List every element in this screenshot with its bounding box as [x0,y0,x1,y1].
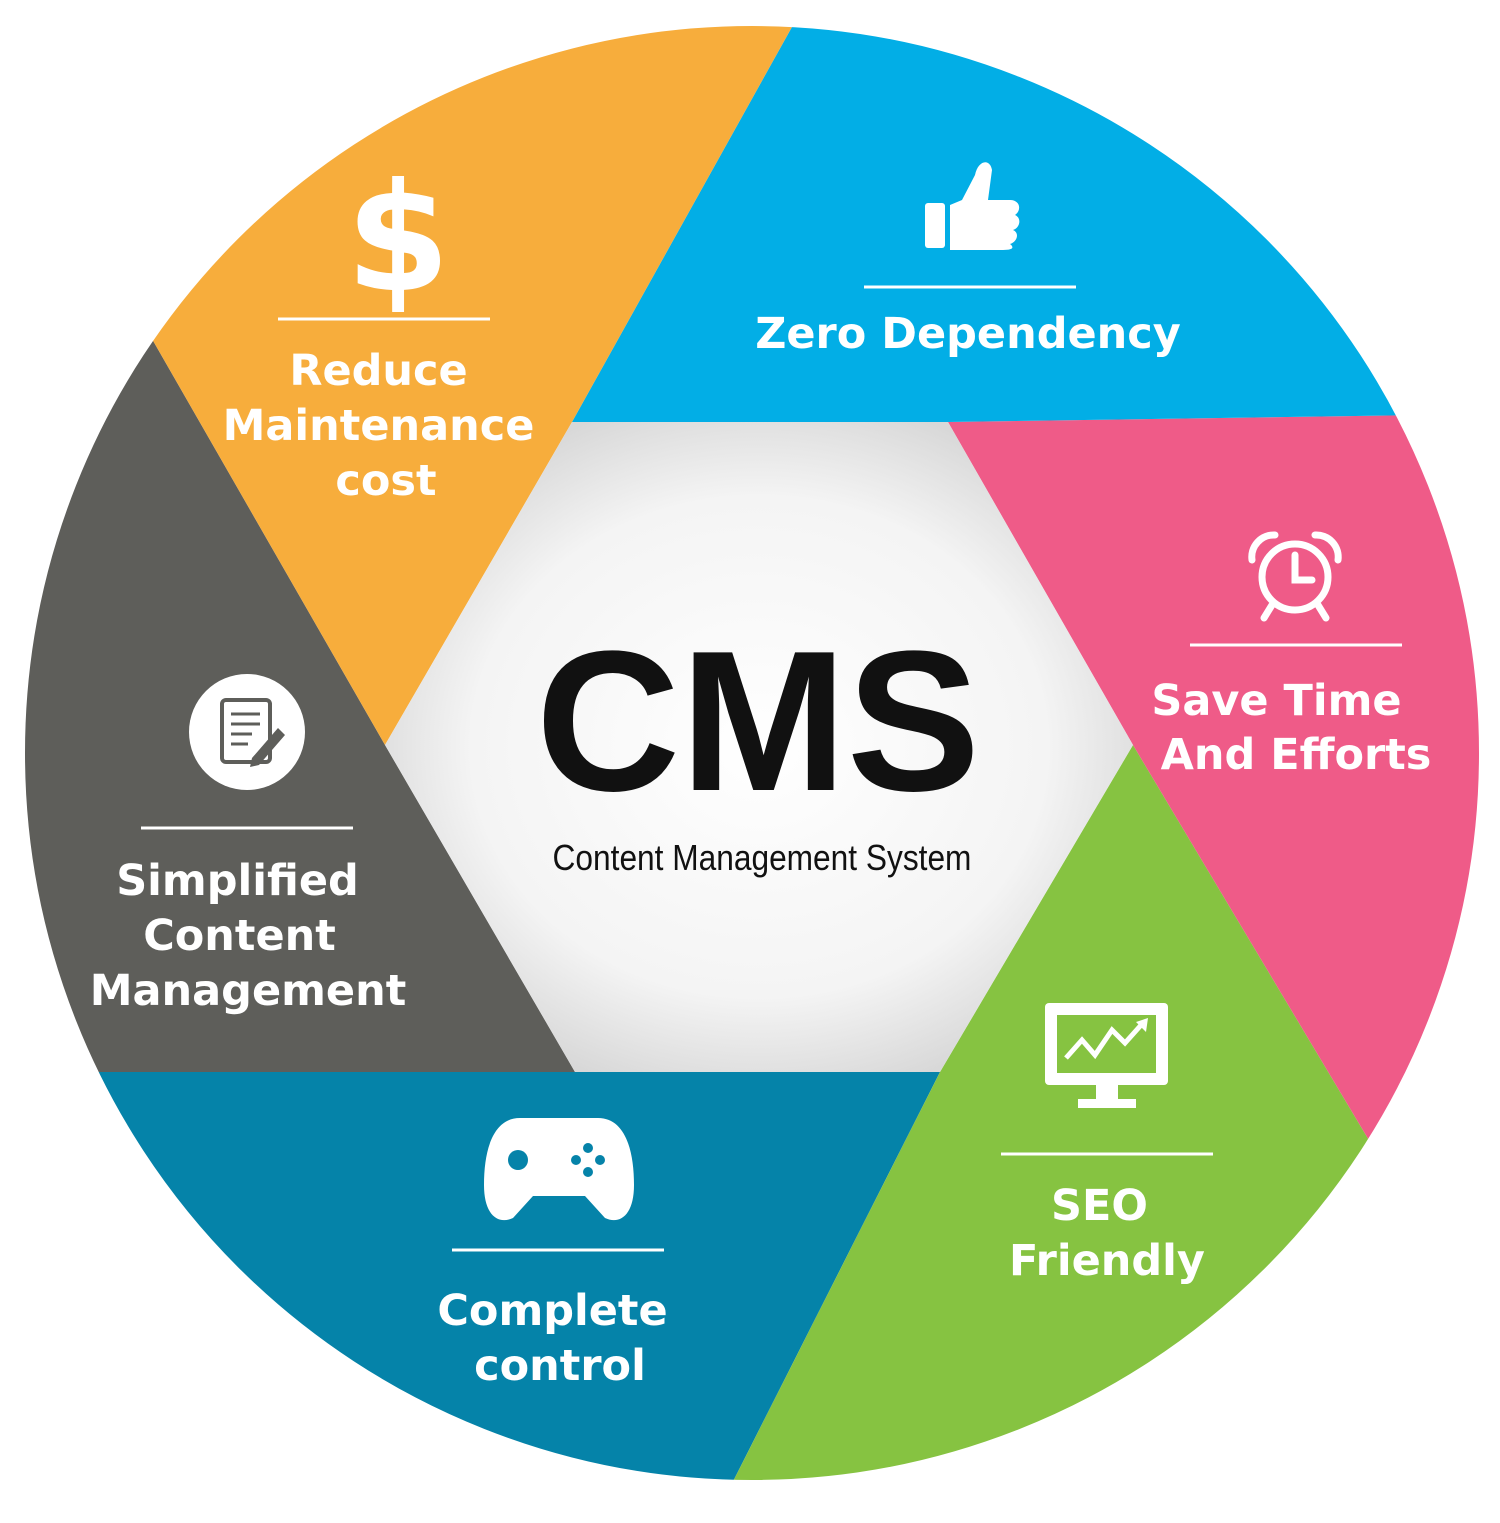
gamepad-icon [484,1118,634,1221]
label-line: Content [143,911,336,961]
segment-save-time [948,415,1480,1300]
save-time-group: Save Time And Efforts [1151,531,1431,780]
svg-text:Reduce Maintenance: Reduce Maintenance cost [223,346,550,506]
label-line: Maintenance [223,401,535,451]
label-line: And Efforts [1161,730,1432,780]
svg-text:Zero Dependency: Zero Dependency [755,309,1181,359]
svg-text:Complete control: Complete control [437,1286,682,1391]
outer-ring [23,24,1481,1482]
simplified-content-group: Simplified Content Management [90,674,407,1016]
label-line: SEO [1051,1181,1148,1231]
svg-text:SEO Friendly: SEO Friendly [1009,1181,1205,1286]
svg-text:Simplified Content: Simplified Content Management [90,856,407,1016]
label-line: Reduce [289,346,467,396]
label-line: control [474,1341,646,1391]
monitor-chart-icon [1045,1003,1168,1108]
seo-friendly-group: SEO Friendly [1001,1003,1213,1286]
alarm-clock-icon [1248,531,1342,622]
label-line: Friendly [1009,1236,1205,1286]
dollar-icon: $ [346,152,450,326]
segment-simplified-content [24,200,575,1072]
zero-dependency-group: Zero Dependency [755,162,1181,359]
document-edit-icon [189,674,305,790]
svg-text:Save Time And Efforts: Save Time And Efforts [1151,676,1431,780]
label-line: Management [90,966,407,1016]
complete-control-group: Complete control [437,1118,682,1391]
label-line: Simplified [116,856,359,906]
reduce-maintenance-group: $ Reduce Maintenance cost [223,152,550,506]
label-line: Zero Dependency [755,309,1181,359]
center-hexagon [385,422,1133,1072]
center-title: CMS [536,610,980,833]
center-subtitle: Content Management System [553,838,972,878]
label-line: cost [335,456,436,506]
label-line: Complete [437,1286,667,1336]
label-line: Save Time [1151,676,1401,726]
thumbs-up-icon [925,162,1020,250]
